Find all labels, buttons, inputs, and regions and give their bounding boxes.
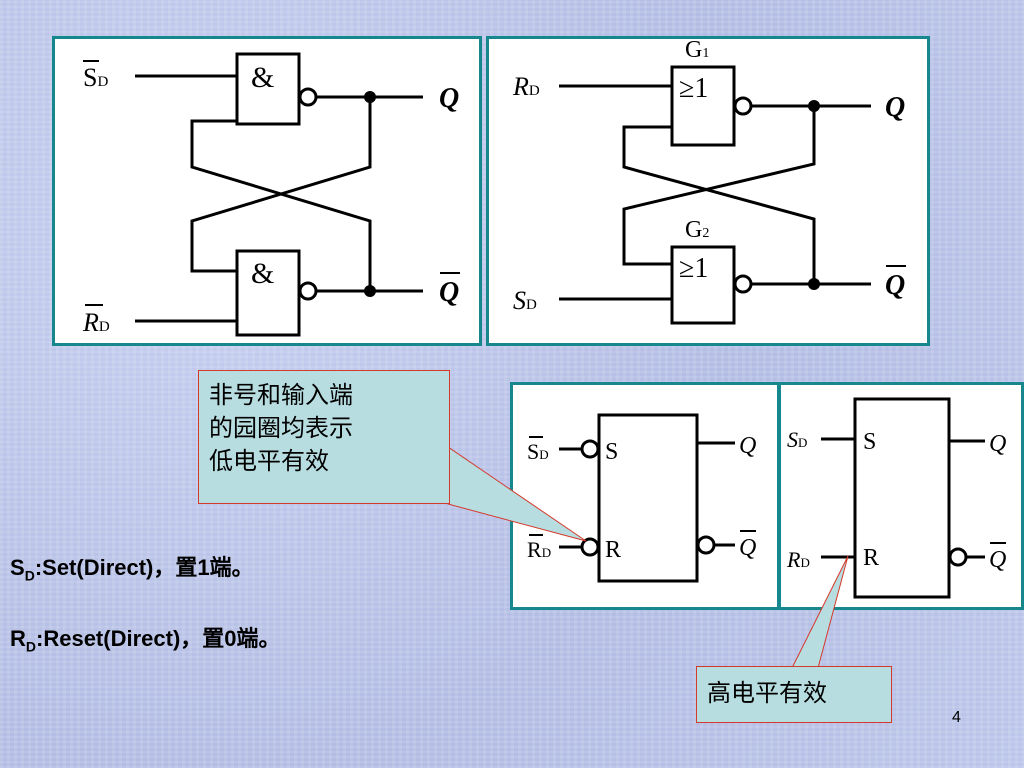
g1-label: G1 — [685, 37, 709, 63]
nor-feedback-qbar-to-top — [622, 125, 816, 284]
rd-label: RD — [512, 72, 540, 101]
rs-symbol-active-low-panel: SD RD S R Q Q — [510, 382, 780, 610]
sd-label: SD — [513, 286, 537, 315]
nor-latch-panel: ≥1 ≥1 G1 G2 RD SD Q Q — [486, 36, 930, 346]
symbol-low-rd-label: RD — [527, 537, 551, 562]
callout-low-line-1: 非号和输入端 — [209, 381, 353, 409]
callout-active-high: 高电平有效 — [696, 666, 892, 723]
callout-active-low: 非号和输入端 的园圈均表示 低电平有效 — [198, 370, 450, 504]
nand-latch-diagram: & & SD RD Q Q — [82, 52, 460, 337]
symbol-low-pin-r: R — [605, 537, 621, 563]
callout-high-text: 高电平有效 — [707, 679, 827, 707]
symbol-low-qbar-label: Q — [739, 535, 756, 561]
nor-bottom-bubble — [733, 274, 753, 294]
note-set: SD:Set(Direct)，置1端。 — [10, 555, 254, 584]
sd-bar-label: SD — [83, 63, 108, 92]
nor-top-symbol: ≥1 — [679, 73, 708, 104]
nor-feedback-q-to-bottom — [622, 106, 816, 266]
symbol-high-q-label: Q — [989, 431, 1006, 457]
qbar-junction-dot — [364, 285, 376, 297]
symbol-low-sd-label: SD — [527, 439, 549, 464]
feedback-q-to-bottom — [190, 97, 372, 273]
note-reset: RD:Reset(Direct)，置0端。 — [10, 626, 281, 655]
nand-bottom-symbol: & — [251, 257, 274, 290]
feedback-qbar-to-top — [190, 119, 372, 291]
rs-symbol-active-high: SD RD S R Q Q — [786, 397, 1006, 599]
g2-label: G2 — [685, 217, 709, 243]
nor-qbar-junction-dot — [808, 278, 820, 290]
rs-symbol-active-low: SD RD S R Q Q — [527, 413, 756, 583]
symbol-high-sd-label: SD — [787, 427, 807, 452]
nor-latch-diagram: ≥1 ≥1 G1 G2 RD SD Q Q — [512, 37, 906, 325]
symbol-high-pin-s: S — [863, 429, 876, 455]
symbol-low-r-bubble — [580, 537, 600, 557]
symbol-low-pin-s: S — [605, 439, 618, 465]
rs-symbol-active-high-panel: SD RD S R Q Q — [778, 382, 1024, 610]
q-junction-dot — [364, 91, 376, 103]
q-label: Q — [439, 83, 459, 114]
nor-qbar-label: Q — [885, 270, 905, 301]
symbol-low-s-bubble — [580, 439, 600, 459]
symbol-high-qbar-label: Q — [989, 547, 1006, 573]
nor-q-label: Q — [885, 92, 905, 123]
page-number: 4 — [952, 709, 961, 726]
symbol-high-pin-r: R — [863, 545, 879, 571]
nand-latch-panel: & & SD RD Q Q — [52, 36, 482, 346]
nor-bottom-symbol: ≥1 — [679, 253, 708, 284]
symbol-high-rd-label: RD — [786, 547, 810, 572]
rd-bar-label: RD — [82, 308, 110, 337]
nand-bottom-bubble — [298, 281, 318, 301]
symbol-high-box — [853, 397, 951, 599]
nand-top-bubble — [298, 87, 318, 107]
symbol-high-qbar-bubble — [948, 547, 968, 567]
symbol-low-qbar-bubble — [696, 535, 716, 555]
callout-low-line-2: 的园圈均表示 — [209, 414, 353, 442]
symbol-low-box — [597, 413, 699, 583]
nand-gate-top — [235, 52, 301, 126]
callout-low-line-3: 低电平有效 — [209, 447, 329, 475]
qbar-label: Q — [439, 277, 459, 308]
symbol-low-q-label: Q — [739, 433, 756, 459]
nor-top-bubble — [733, 96, 753, 116]
nand-top-symbol: & — [251, 61, 274, 94]
nor-q-junction-dot — [808, 100, 820, 112]
